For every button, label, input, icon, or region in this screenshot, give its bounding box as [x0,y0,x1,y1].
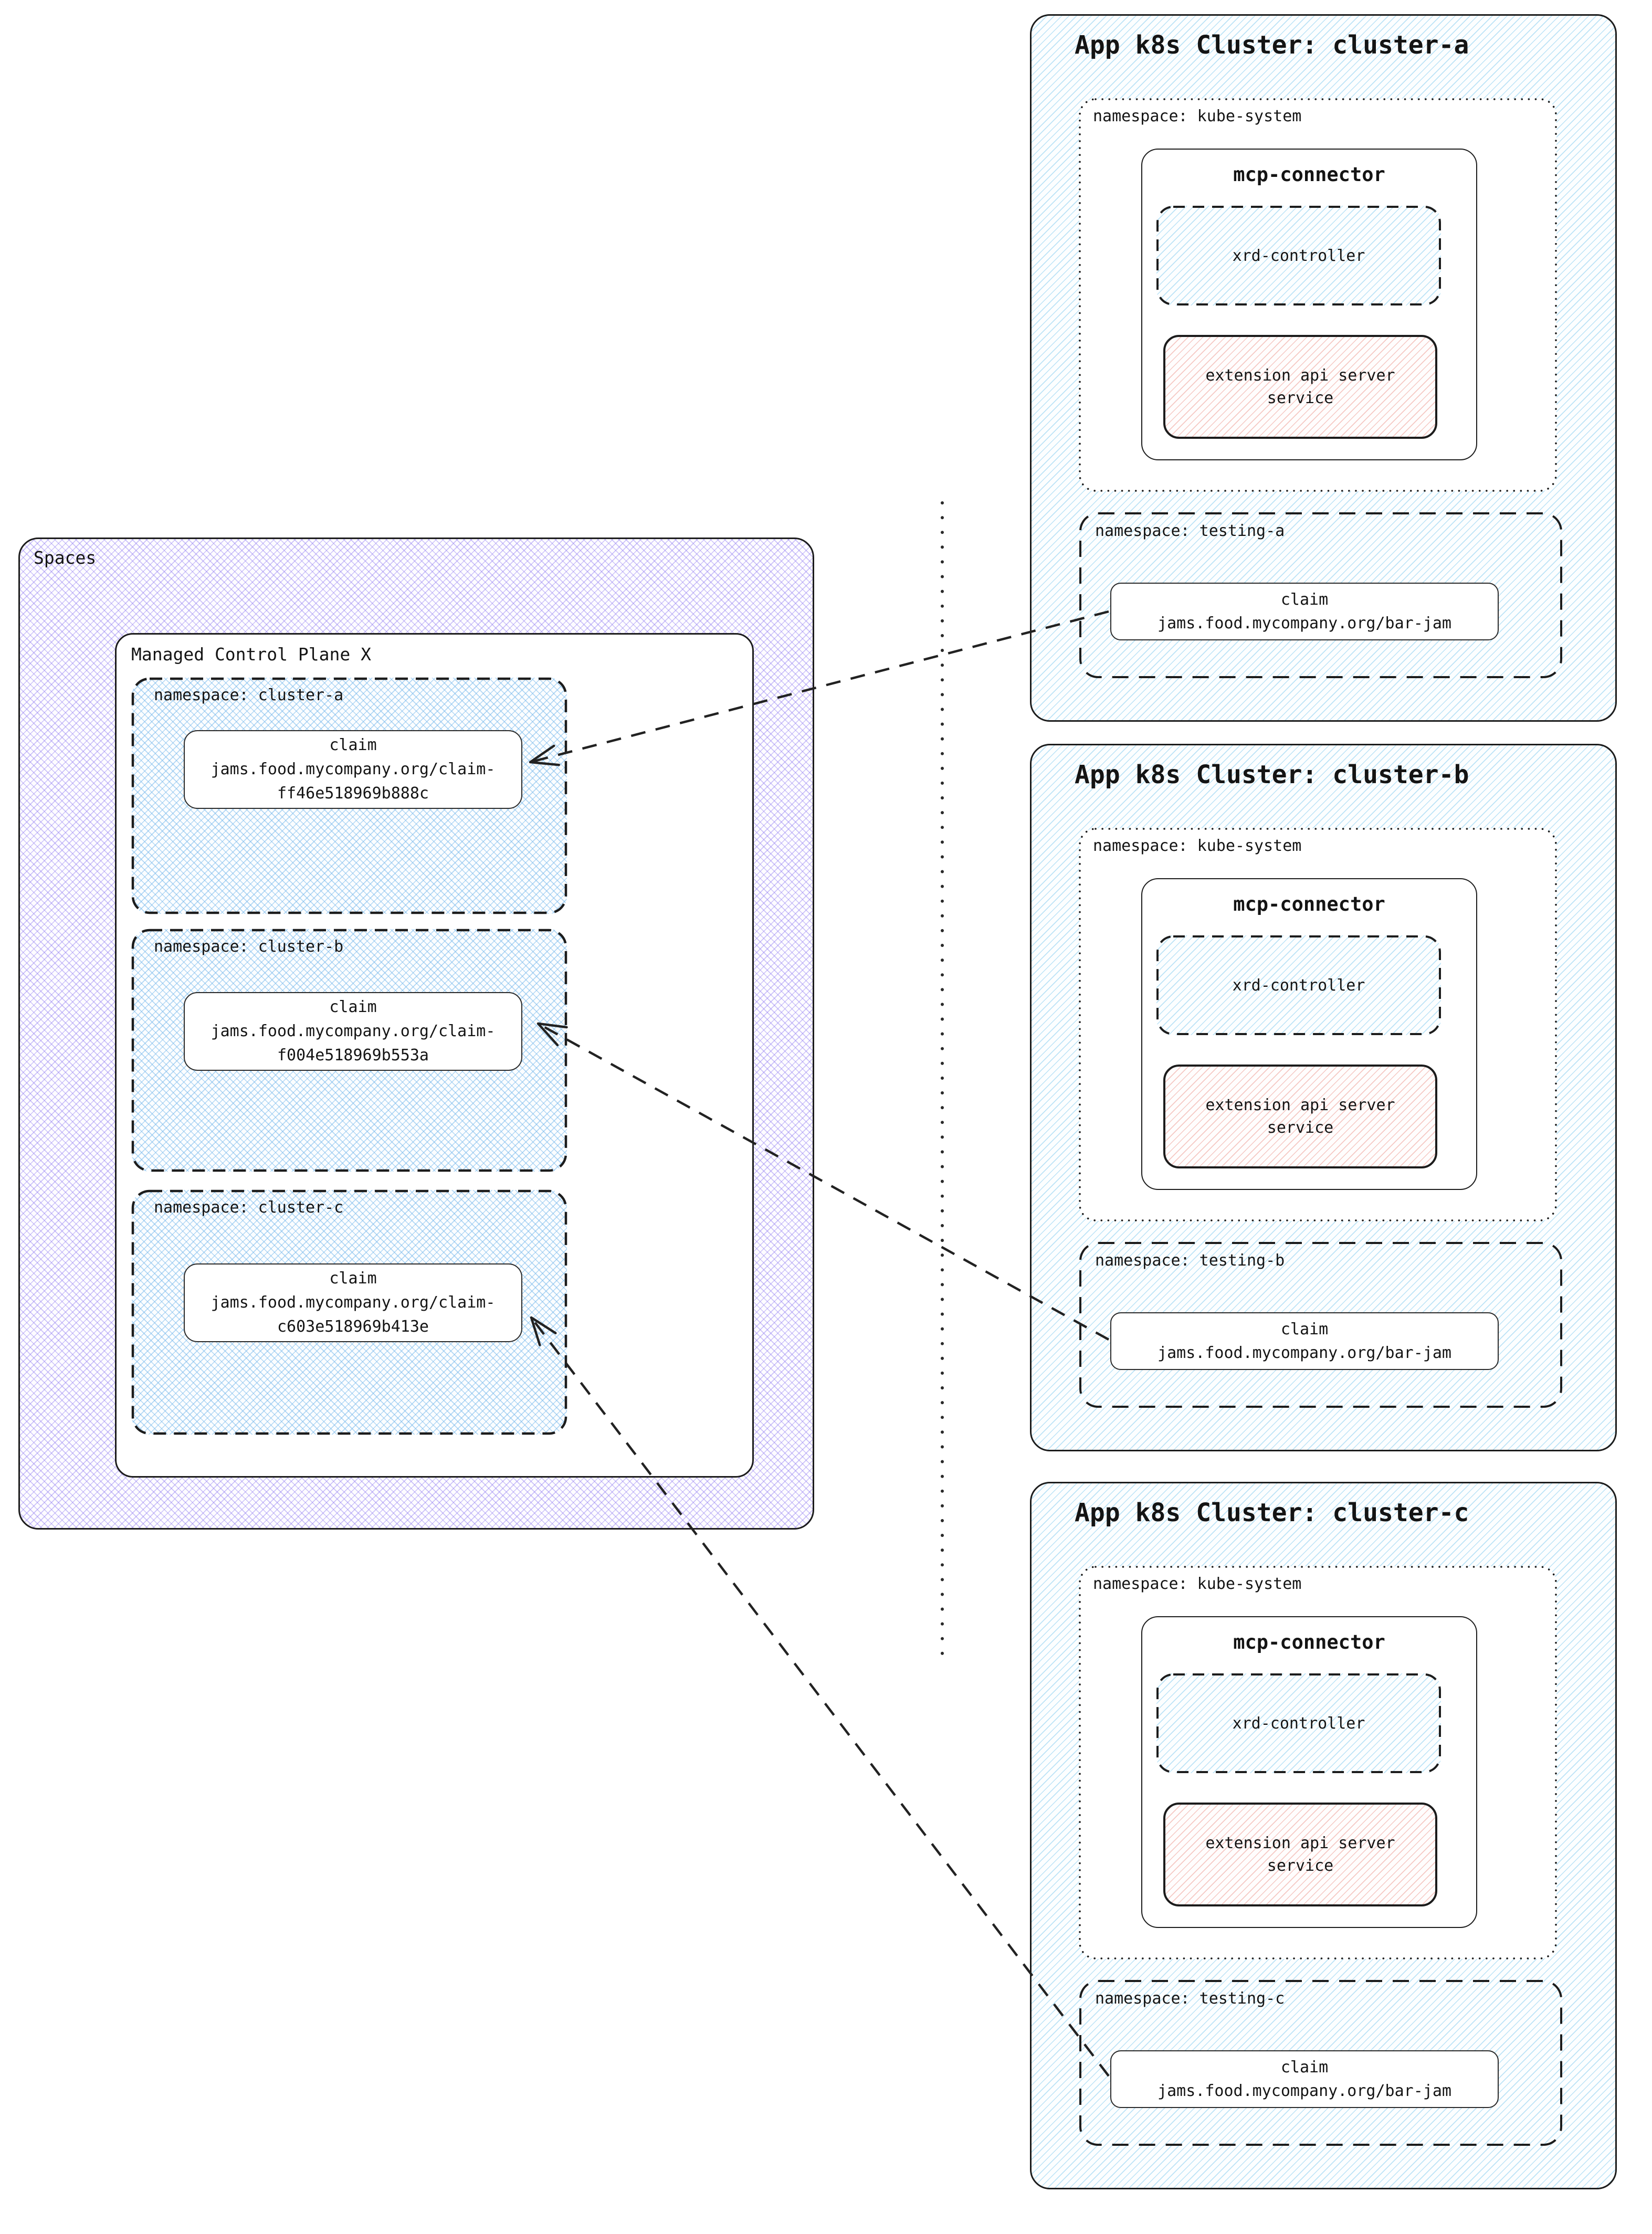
cluster-b-testing-label: namespace: testing-b [1095,1251,1285,1270]
namespace-cluster-c-label: namespace: cluster-c [154,1198,344,1217]
cluster-c-extension-api-server-label: extension api server service [1205,1834,1395,1875]
cluster-a-testing-namespace-box: namespace: testing-a claim jams.food.myc… [1079,512,1562,678]
claim-cluster-a-box: claim jams.food.mycompany.org/claim- ff4… [184,730,522,809]
cluster-c-extension-api-server-box: extension api server service [1163,1803,1437,1906]
cluster-b-xrd-controller-box: xrd-controller [1156,935,1441,1035]
cluster-b-mcp-connector-box: mcp-connector xrd-controller extension a… [1141,878,1477,1190]
managed-control-plane-label: Managed Control Plane X [131,644,371,665]
cluster-a-bar-jam-claim-box: claim jams.food.mycompany.org/bar-jam [1110,583,1499,640]
cluster-c-testing-label: namespace: testing-c [1095,1989,1285,2008]
cluster-a-extension-api-server-box: extension api server service [1163,335,1437,439]
cluster-b-kube-system-label: namespace: kube-system [1093,837,1302,855]
cluster-c-bar-jam-claim-box: claim jams.food.mycompany.org/bar-jam [1110,2050,1499,2108]
claim-title: claim [1280,1320,1329,1339]
cluster-a-xrd-controller-box: xrd-controller [1156,206,1441,305]
claim-name-line2: c603e518969b413e [277,1318,429,1336]
app-k8s-cluster-a-box: App k8s Cluster: cluster-a namespace: ku… [1030,14,1617,722]
claim-name-line1: jams.food.mycompany.org/claim- [211,1022,496,1040]
cluster-a-testing-label: namespace: testing-a [1095,522,1285,540]
cluster-b-testing-namespace-box: namespace: testing-b claim jams.food.myc… [1079,1242,1562,1408]
cluster-b-title: App k8s Cluster: cluster-b [1075,760,1469,789]
spaces-label: Spaces [34,547,97,568]
cluster-a-kube-system-label: namespace: kube-system [1093,107,1302,125]
cluster-a-extension-api-server-label: extension api server service [1205,366,1395,407]
namespace-cluster-b-label: namespace: cluster-b [154,937,344,956]
claim-title: claim [329,736,377,754]
app-k8s-cluster-c-box: App k8s Cluster: cluster-c namespace: ku… [1030,1482,1617,2189]
claim-cluster-c-box: claim jams.food.mycompany.org/claim- c60… [184,1263,522,1342]
claim-title: claim [1280,2058,1329,2077]
cluster-b-kube-system-box: namespace: kube-system mcp-connector xrd… [1079,828,1557,1221]
namespace-cluster-a-label: namespace: cluster-a [154,686,344,704]
claim-title: claim [329,1269,377,1288]
cluster-c-title: App k8s Cluster: cluster-c [1075,1498,1469,1527]
cluster-b-extension-api-server-label: extension api server service [1205,1096,1395,1137]
cluster-c-xrd-controller-box: xrd-controller [1156,1673,1441,1773]
claim-title: claim [329,998,377,1016]
cluster-a-xrd-controller-label: xrd-controller [1232,246,1365,265]
cluster-c-kube-system-box: namespace: kube-system mcp-connector xrd… [1079,1566,1557,1959]
claim-name: jams.food.mycompany.org/bar-jam [1158,2082,1451,2100]
cluster-a-mcp-connector-label: mcp-connector [1233,163,1385,186]
claim-name-line1: jams.food.mycompany.org/claim- [211,1293,496,1312]
cluster-c-mcp-connector-box: mcp-connector xrd-controller extension a… [1141,1616,1477,1928]
claim-name: jams.food.mycompany.org/bar-jam [1158,1344,1451,1362]
cluster-c-xrd-controller-label: xrd-controller [1232,1714,1365,1733]
claim-cluster-b-box: claim jams.food.mycompany.org/claim- f00… [184,992,522,1071]
claim-name-line2: f004e518969b553a [277,1046,429,1065]
claim-name-line1: jams.food.mycompany.org/claim- [211,760,496,778]
cluster-b-xrd-controller-label: xrd-controller [1232,976,1365,995]
claim-name-line2: ff46e518969b888c [277,784,429,803]
cluster-b-extension-api-server-box: extension api server service [1163,1065,1437,1168]
cluster-c-mcp-connector-label: mcp-connector [1233,1631,1385,1653]
claim-title: claim [1280,591,1329,609]
cluster-a-title: App k8s Cluster: cluster-a [1075,30,1469,60]
cluster-c-testing-namespace-box: namespace: testing-c claim jams.food.myc… [1079,1980,1562,2146]
cluster-b-mcp-connector-label: mcp-connector [1233,893,1385,915]
app-k8s-cluster-b-box: App k8s Cluster: cluster-b namespace: ku… [1030,744,1617,1451]
cluster-a-kube-system-box: namespace: kube-system mcp-connector xrd… [1079,98,1557,492]
cluster-b-bar-jam-claim-box: claim jams.food.mycompany.org/bar-jam [1110,1312,1499,1370]
cluster-c-kube-system-label: namespace: kube-system [1093,1575,1302,1593]
claim-name: jams.food.mycompany.org/bar-jam [1158,614,1451,633]
cluster-a-mcp-connector-box: mcp-connector xrd-controller extension a… [1141,149,1477,460]
